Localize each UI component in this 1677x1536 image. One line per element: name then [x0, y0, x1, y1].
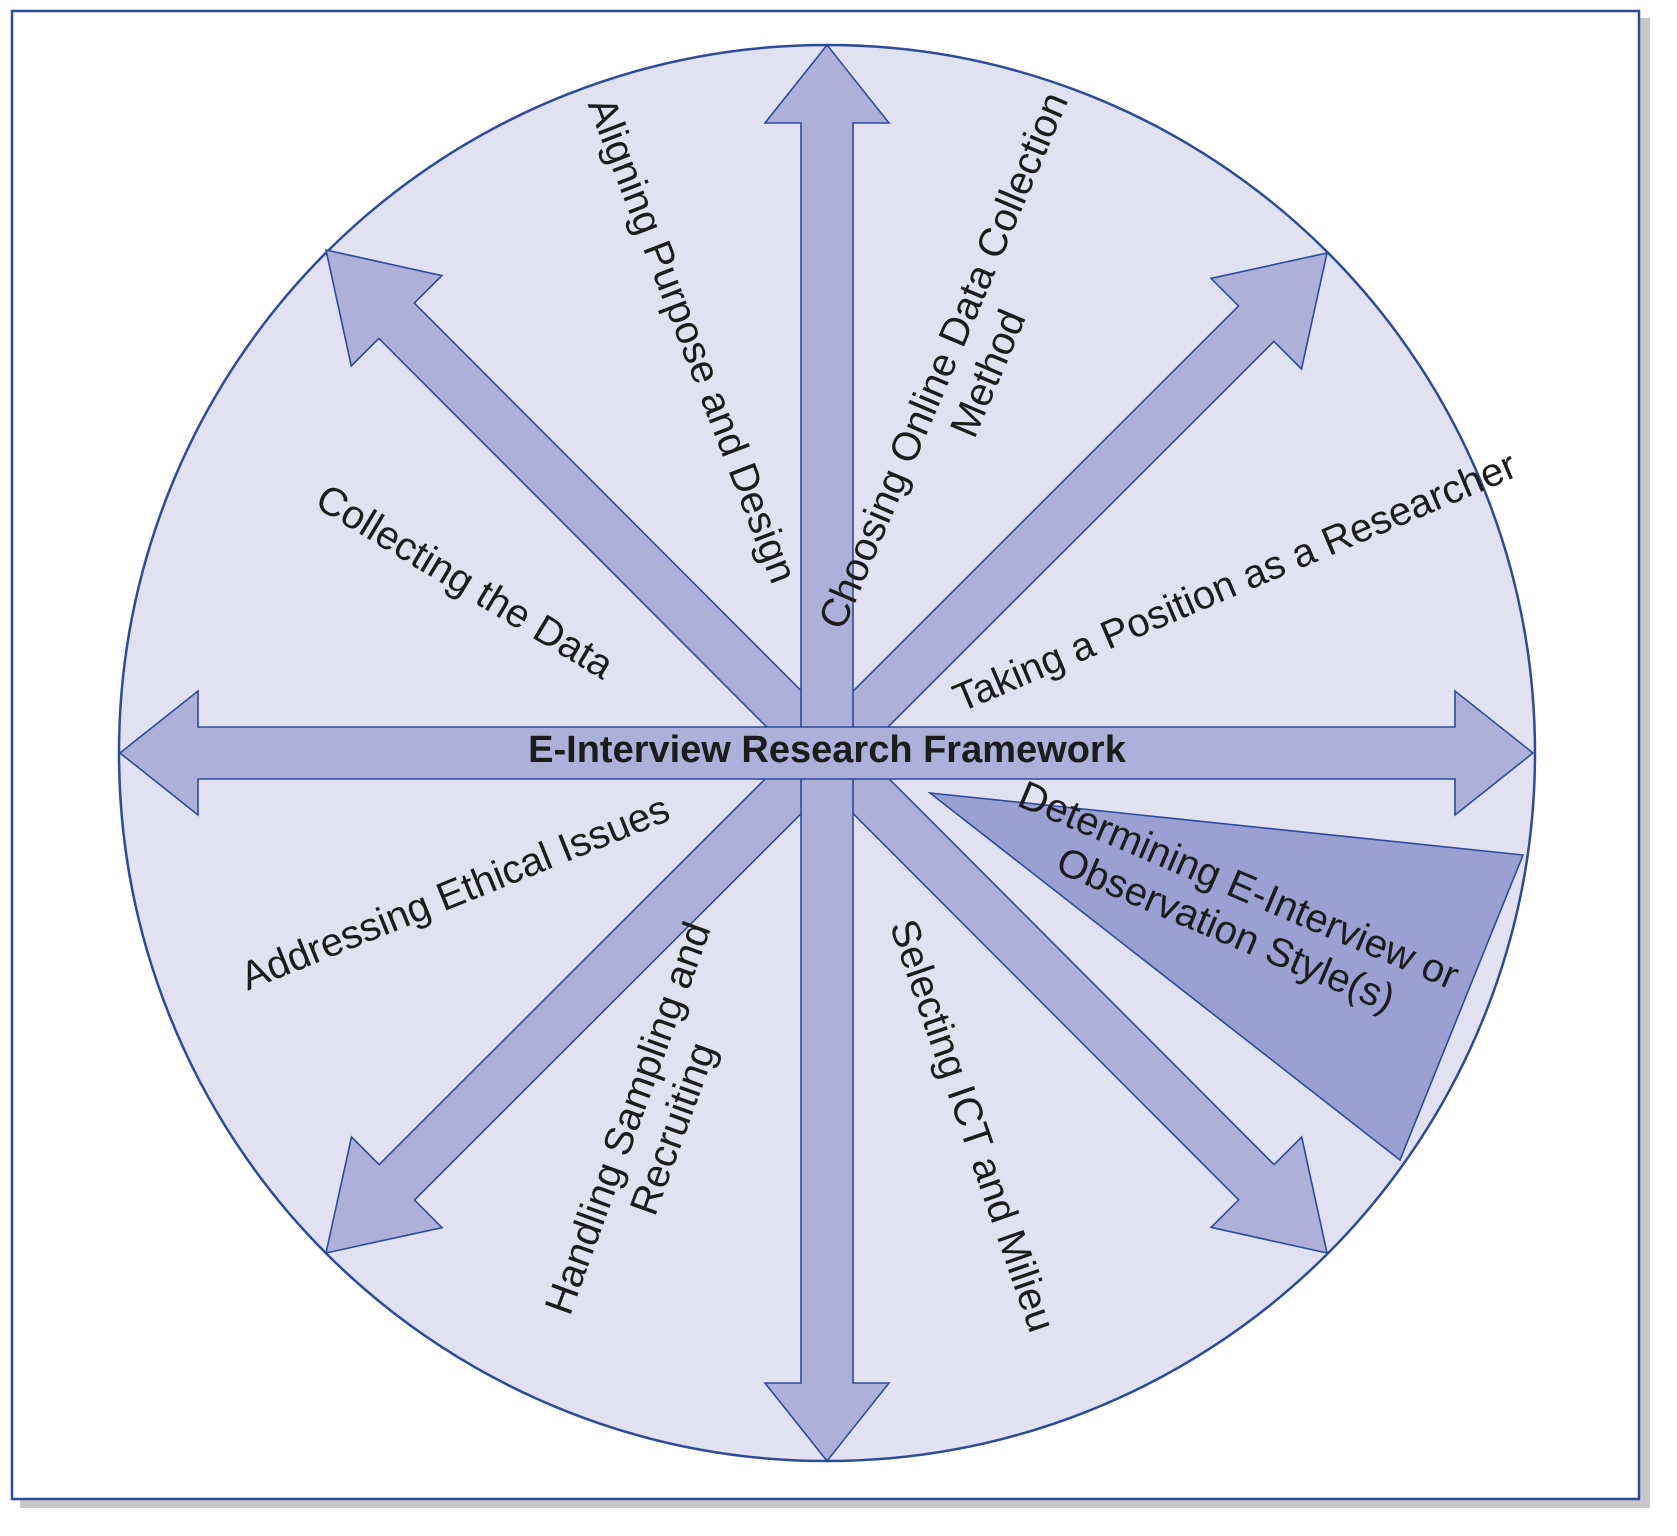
- arrow-horizontal: [118, 689, 1535, 817]
- highlight-wedge: [927, 791, 1525, 1162]
- arrow-group: [118, 43, 1535, 1463]
- framework-title: E-Interview Research Framework: [528, 729, 1127, 771]
